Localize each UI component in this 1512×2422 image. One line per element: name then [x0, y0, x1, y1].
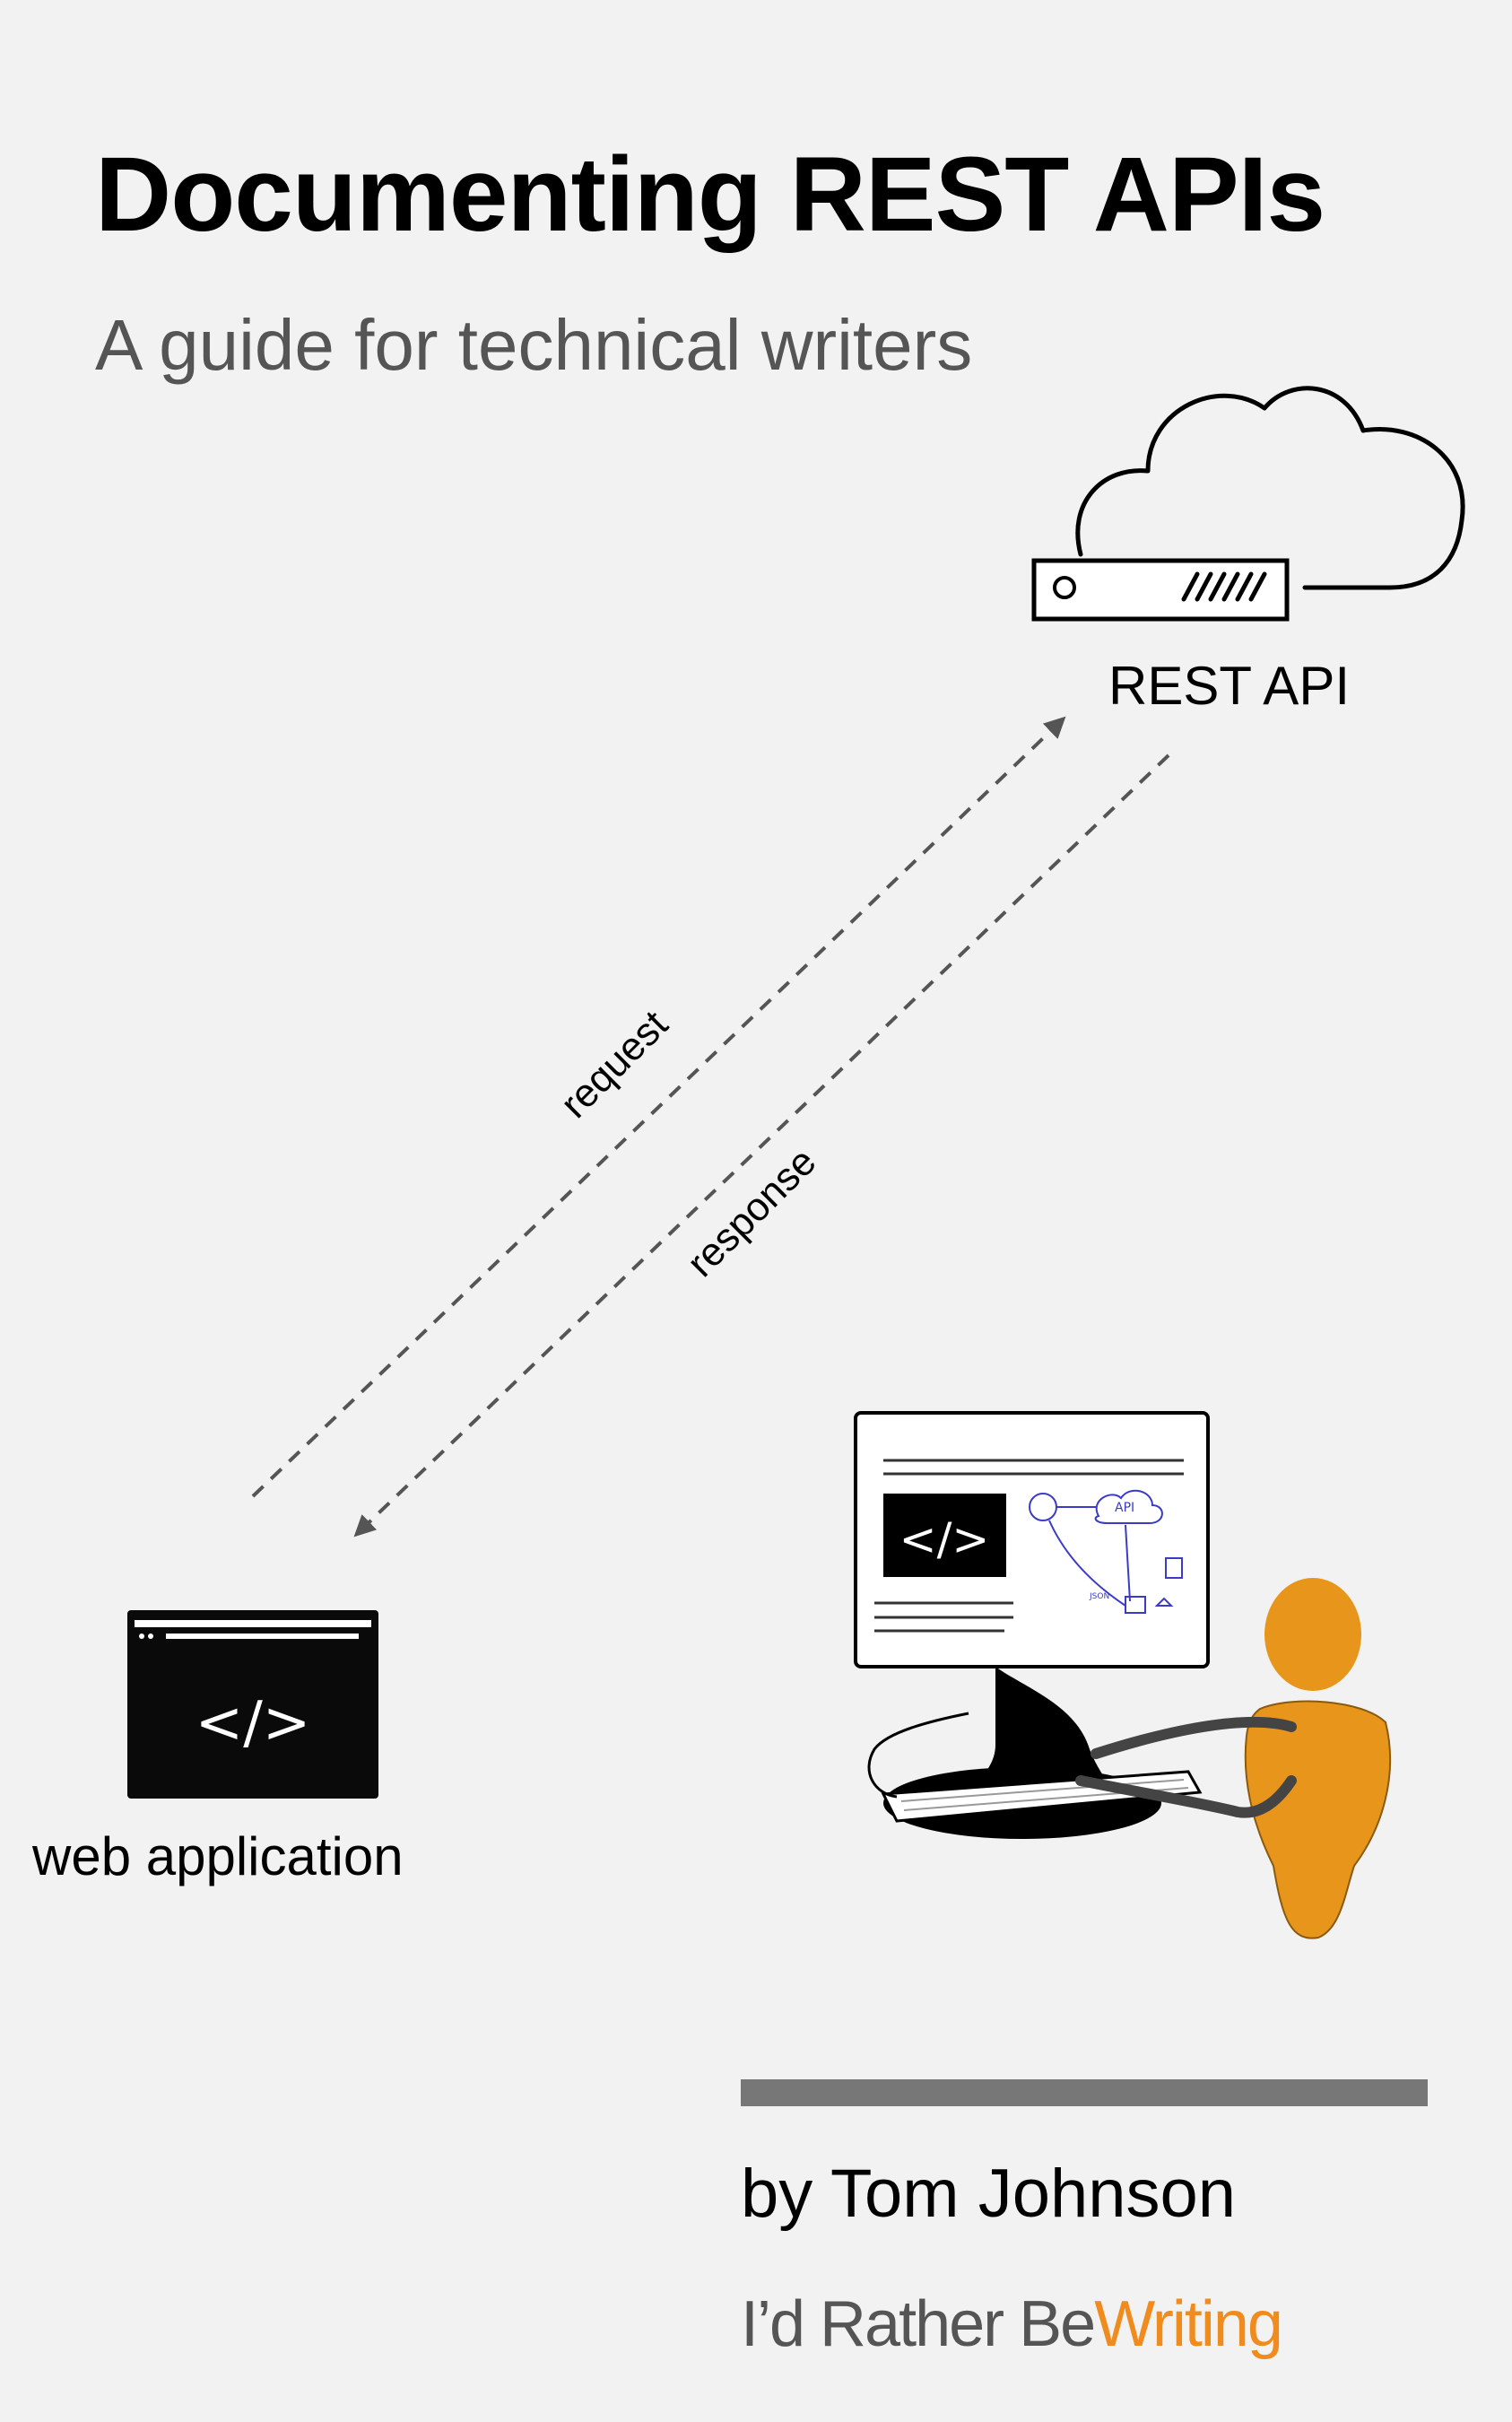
person-at-computer-illustration: </> JSON API [854, 1411, 1392, 1939]
rest-api-label: REST API [1108, 656, 1351, 716]
browser-window-icon: </> [127, 1610, 378, 1799]
brand-text-orange: Writing [1094, 2288, 1283, 2360]
author-divider [741, 2079, 1428, 2106]
cloud-server-icon [1031, 386, 1465, 622]
request-arrow [251, 716, 1066, 1498]
code-symbol: </> [196, 1690, 311, 1756]
response-arrow [353, 754, 1170, 1538]
whiteboard-api-text: API [1115, 1501, 1134, 1515]
whiteboard-json-text: JSON [1089, 1592, 1109, 1601]
author-name: by Tom Johnson [741, 2156, 1237, 2232]
book-title: Documenting REST APIs [95, 135, 1325, 254]
monitor-code-symbol: </> [899, 1513, 990, 1565]
site-brand: I’d Rather BeWriting [741, 2292, 1283, 2357]
web-application-label: web application [32, 1826, 404, 1886]
brand-text-dark: I’d Rather Be [741, 2288, 1096, 2360]
book-subtitle: A guide for technical writers [95, 305, 973, 385]
